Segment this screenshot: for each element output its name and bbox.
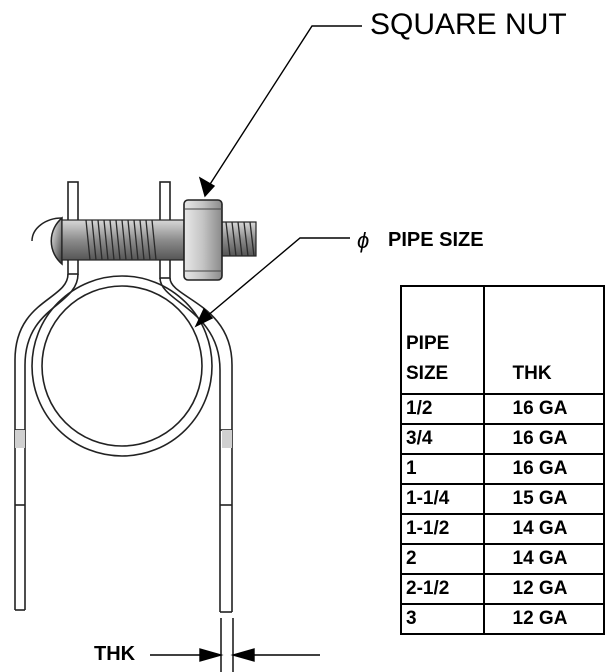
header-pipe-size: PIPE SIZE <box>400 285 485 395</box>
cell-pipe-size: 2 <box>400 543 485 575</box>
cell-thk: 12 GA <box>482 573 605 605</box>
cell-pipe-size: 2-1/2 <box>400 573 485 605</box>
cell-pipe-size: 1-1/4 <box>400 483 485 515</box>
cell-thk: 12 GA <box>482 603 605 635</box>
diameter-symbol: ϕ <box>357 228 370 253</box>
square-nut-label: SQUARE NUT <box>370 8 567 41</box>
cell-thk: 16 GA <box>482 423 605 455</box>
cell-thk: 14 GA <box>482 543 605 575</box>
thk-label: THK <box>94 643 136 665</box>
cell-pipe-size: 1 <box>400 453 485 485</box>
cell-thk: 16 GA <box>482 393 605 425</box>
square-nut-leader <box>198 25 362 198</box>
cell-thk: 14 GA <box>482 513 605 545</box>
header-thk: THK <box>482 285 605 395</box>
cell-pipe-size: 1-1/2 <box>400 513 485 545</box>
bolt <box>31 216 257 266</box>
cell-pipe-size: 3/4 <box>400 423 485 455</box>
header-pipe-size-text: PIPE SIZE <box>406 333 450 384</box>
pipe-size-label: PIPE SIZE <box>388 229 484 251</box>
thk-dimension <box>150 618 320 672</box>
pipe-ring <box>31 275 213 457</box>
cell-pipe-size: 1/2 <box>400 393 485 425</box>
pipe-size-leader <box>194 237 350 328</box>
cell-thk: 15 GA <box>482 483 605 515</box>
cell-pipe-size: 3 <box>400 603 485 635</box>
square-nut <box>183 199 223 281</box>
table-header-row: PIPE SIZE THK <box>400 285 605 395</box>
cell-thk: 16 GA <box>482 453 605 485</box>
